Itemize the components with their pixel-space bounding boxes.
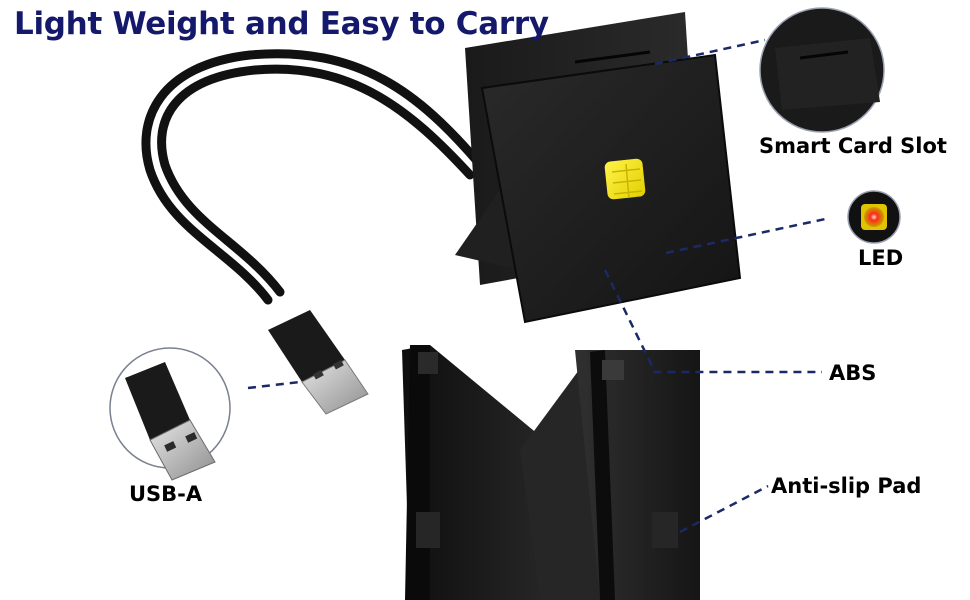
label-anti-slip-pad: Anti-slip Pad [771, 474, 922, 498]
label-abs: ABS [829, 361, 877, 385]
usb-a-plug [268, 310, 369, 415]
label-led: LED [858, 246, 904, 270]
usb-a-detail-icon [109, 347, 231, 481]
chip-contact-icon [604, 158, 646, 200]
slot-detail-icon [759, 7, 885, 133]
leader-smart-card-slot [654, 38, 766, 66]
leader-usb-a [247, 380, 301, 390]
card-reader-standing [455, 12, 742, 324]
leader-abs [603, 269, 822, 374]
label-usb-a: USB-A [129, 482, 203, 506]
headline: Light Weight and Easy to Carry [14, 6, 549, 42]
leader-anti-slip-pad [679, 484, 769, 534]
label-smart-card-slot: Smart Card Slot [759, 134, 947, 158]
leader-lines [247, 38, 831, 534]
card-reader-folded [402, 345, 700, 600]
led-indicator-icon [847, 190, 901, 244]
usb-cable [141, 49, 483, 305]
